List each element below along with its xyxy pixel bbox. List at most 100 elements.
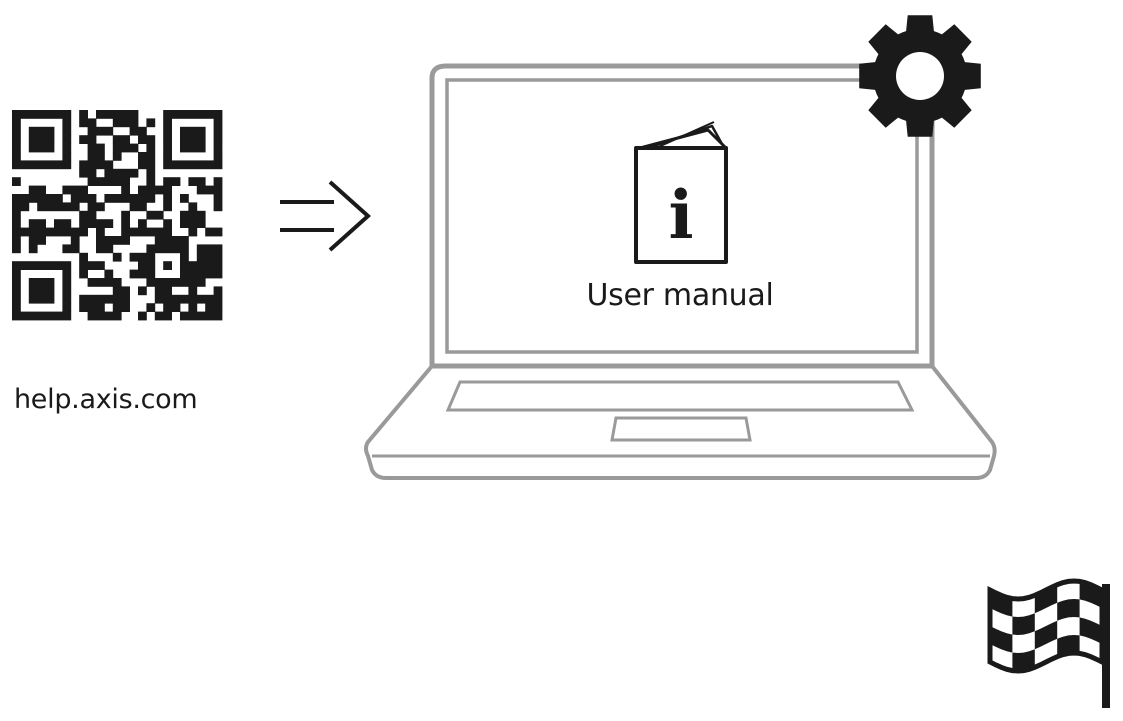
qr-module [104, 177, 114, 186]
qr-module [121, 168, 130, 178]
qr-module [196, 160, 206, 170]
qr-module [188, 261, 198, 270]
qr-module [96, 177, 105, 186]
qr-module [213, 194, 223, 203]
qr-module [213, 303, 223, 312]
qr-module [205, 227, 214, 237]
qr-module [196, 219, 206, 228]
qr-module [171, 278, 181, 287]
qr-module [112, 303, 122, 312]
qr-module [146, 269, 156, 279]
qr-module [12, 236, 21, 245]
laptop-trackpad [610, 416, 752, 442]
qr-module [79, 210, 88, 220]
qr-module [45, 202, 55, 212]
qr-module [62, 261, 72, 270]
qr-module [196, 311, 206, 321]
qr-module [87, 143, 97, 153]
flag-square [1012, 613, 1035, 635]
qr-module [96, 294, 105, 304]
qr-module [112, 143, 122, 153]
qr-module [28, 219, 38, 228]
qr-module [54, 261, 63, 270]
qr-module [12, 244, 21, 254]
qr-module [79, 160, 88, 170]
qr-module [146, 168, 156, 178]
qr-module [37, 143, 46, 153]
qr-module [188, 286, 198, 296]
qr-module [12, 227, 21, 237]
qr-module [87, 303, 97, 312]
qr-module [96, 311, 105, 321]
qr-module [28, 143, 38, 153]
qr-module [12, 269, 21, 279]
flag-square [1034, 584, 1058, 614]
qr-module [188, 269, 198, 279]
qr-module [188, 227, 198, 237]
qr-module [196, 278, 206, 287]
qr-module [146, 160, 156, 170]
qr-module [163, 202, 172, 212]
qr-module [213, 152, 223, 161]
qr-module [163, 294, 172, 304]
qr-module [121, 227, 130, 237]
qr-module [45, 110, 55, 119]
qr-module [45, 294, 55, 304]
qr-module [138, 261, 147, 270]
qr-module [70, 202, 80, 212]
qr-module [37, 278, 46, 287]
qr-module [79, 185, 88, 195]
qr-module [37, 286, 46, 296]
qr-module [87, 168, 97, 178]
qr-module [96, 236, 105, 245]
qr-module [28, 135, 38, 144]
qr-module [28, 160, 38, 170]
qr-module [154, 185, 164, 195]
qr-module [70, 227, 80, 237]
qr-module [138, 269, 147, 279]
qr-module [196, 210, 206, 220]
qr-module [104, 219, 114, 228]
qr-module [96, 126, 105, 136]
qr-module [79, 194, 88, 203]
qr-module [129, 252, 139, 262]
qr-module [196, 244, 206, 254]
qr-module [129, 143, 139, 153]
flag-square [1034, 620, 1058, 650]
qr-module [138, 252, 147, 262]
qr-module [112, 286, 122, 296]
qr-module [28, 110, 38, 119]
qr-module [112, 252, 122, 262]
flag-square [990, 626, 1013, 653]
qr-module [62, 185, 72, 195]
qr-module [121, 143, 130, 153]
qr-module [96, 219, 105, 228]
qr-module [205, 252, 214, 262]
qr-module [54, 202, 63, 212]
qr-module [129, 110, 139, 119]
checkered-flag-icon [987, 578, 1110, 708]
qr-module [146, 135, 156, 144]
qr-module [154, 244, 164, 254]
qr-module [180, 126, 189, 136]
qr-module [62, 110, 72, 119]
qr-code-icon [12, 110, 223, 321]
qr-module [87, 194, 97, 203]
qr-module [163, 143, 172, 153]
qr-module [154, 278, 164, 287]
qr-module [163, 227, 172, 237]
qr-module [180, 294, 189, 304]
qr-module [20, 227, 30, 237]
qr-module [45, 143, 55, 153]
flag-square [1012, 649, 1035, 671]
qr-module [104, 168, 114, 178]
flag-pole [1102, 584, 1110, 708]
qr-module [54, 160, 63, 170]
qr-module [87, 261, 97, 270]
qr-module [205, 110, 214, 119]
qr-module [96, 202, 105, 212]
qr-module [146, 152, 156, 161]
flag-square [1057, 599, 1080, 621]
qr-module [104, 269, 114, 279]
qr-module [188, 177, 198, 186]
